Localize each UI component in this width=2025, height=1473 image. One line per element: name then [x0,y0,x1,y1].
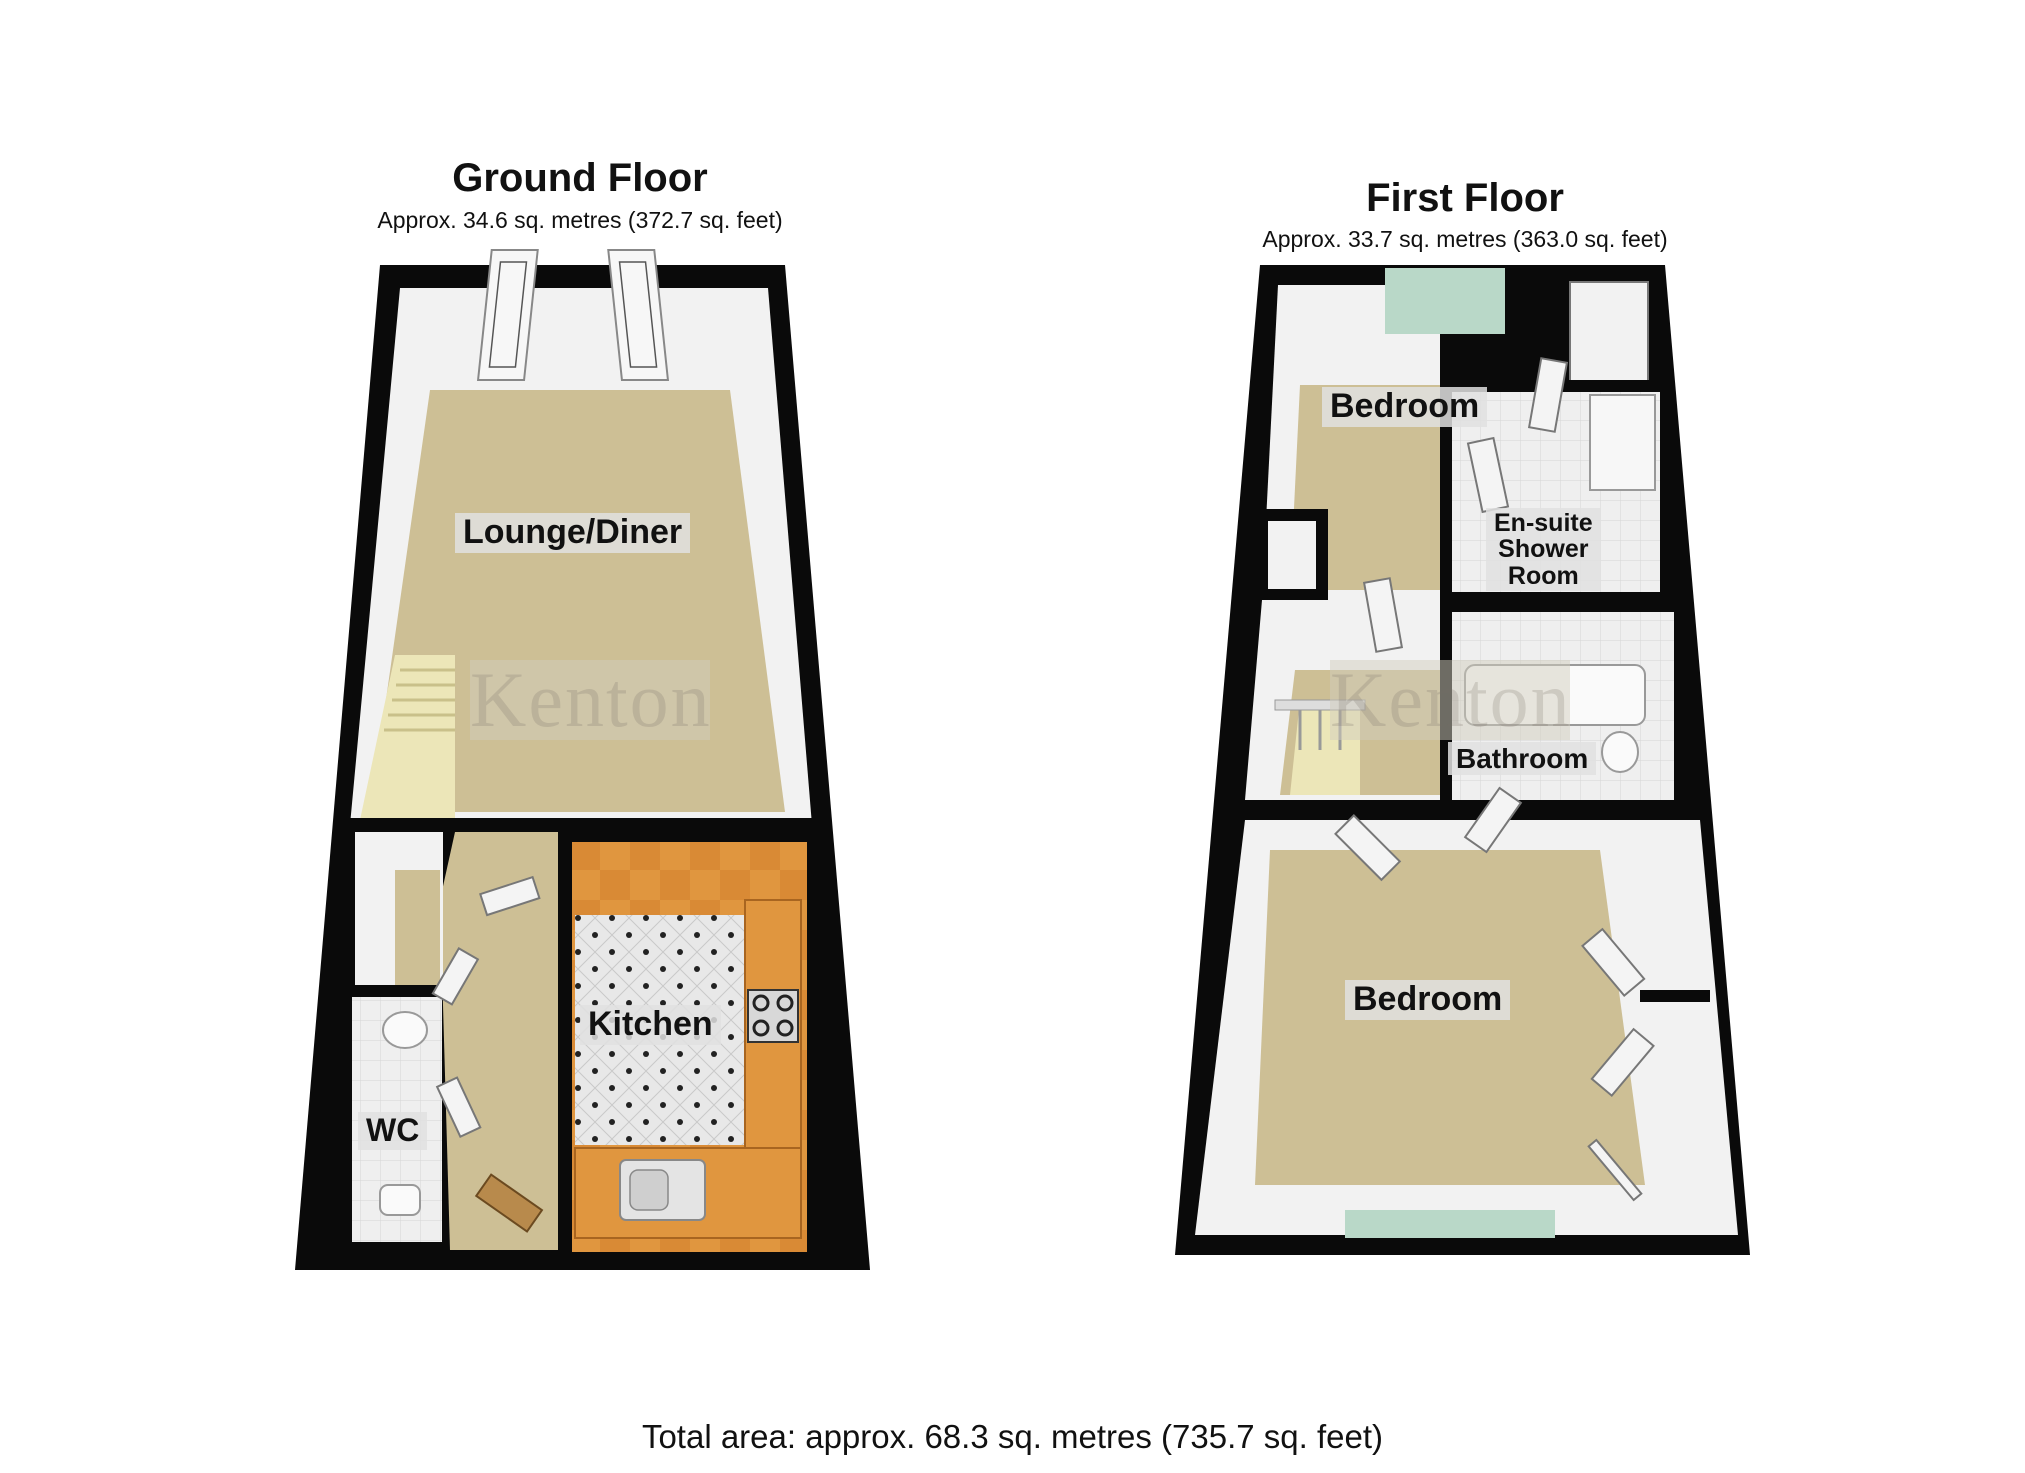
wardrobe-bottom [1640,850,1700,990]
wardrobe-doors [1581,927,1655,1202]
wardrobe-divider [1640,990,1710,1002]
internal-door-cupboard [431,946,480,1006]
landing-cupboard [1256,509,1328,601]
ground-floor-plan [295,249,870,1270]
first-divider-wall [1230,805,1710,819]
room-label-bathroom: Bathroom [1448,742,1597,776]
door-bedroom-top [1527,357,1569,433]
ground-floor-title: Ground Floor [452,156,708,200]
room-label-wc: WC [358,1112,428,1150]
bathroom-toilet [1601,731,1639,773]
ground-floor-area: Approx. 34.6 sq. metres (372.7 sq. feet) [377,207,783,233]
room-label-kitchen: Kitchen [580,1005,721,1045]
bedroom-top-window [1385,268,1505,334]
internal-door-wc [435,1076,482,1139]
door-landing [1362,577,1404,653]
wc-basin [382,1011,428,1049]
watermark-ground: Kenton [470,656,712,743]
ensuite-shower [1589,394,1656,491]
room-label-bedroom-bottom: Bedroom [1345,980,1511,1020]
hob-icon [747,989,799,1043]
door-bedroom-bottom [1334,814,1402,882]
watermark-backdrop-ground [470,660,710,740]
watermark-first: Kenton [1330,656,1572,743]
bedroom-bottom-window [1345,1210,1555,1238]
room-label-ensuite: En-suite Shower Room [1486,508,1601,591]
internal-door-kitchen [479,875,541,917]
watermark-backdrop-first [1330,660,1570,740]
first-floor-title: First Floor [1366,176,1564,220]
door-bathroom [1463,786,1523,854]
patio-doors [476,249,670,381]
cupboard-carpet [395,870,440,985]
front-door [474,1173,544,1233]
first-floor-area: Approx. 33.7 sq. metres (363.0 sq. feet) [1262,226,1668,252]
ground-stairs [360,655,455,820]
total-area: Total area: approx. 68.3 sq. metres (735… [641,1418,1384,1455]
room-label-bedroom-top: Bedroom [1322,387,1488,427]
sink-icon [619,1159,706,1221]
room-label-lounge: Lounge/Diner [455,513,691,553]
wc-toilet [379,1184,421,1216]
hallway-floor [440,832,560,1250]
wardrobe-top [1569,281,1649,383]
wc-wall [340,985,450,997]
